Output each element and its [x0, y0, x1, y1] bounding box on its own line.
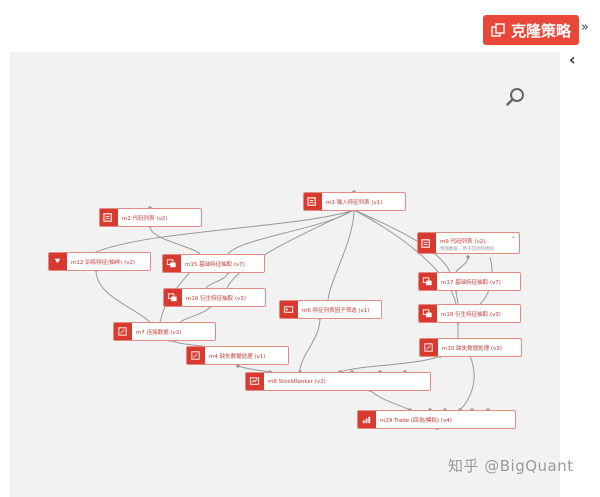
chevron-left-icon[interactable]: ‹ [569, 50, 576, 69]
node-m16-label: m16 衍生特征抽取 (v3) [186, 295, 246, 302]
node-m12-label: m12 训练特征(抽样) (v2) [71, 259, 136, 266]
port-m9-out [466, 255, 470, 259]
edge-m3-m12 [95, 209, 355, 253]
node-m10[interactable]: m10 缺失数据处理 (v3) [419, 338, 522, 357]
node-m19[interactable]: m19 Trade (回测/模拟) (v4) [357, 410, 516, 429]
node-m9-label: m9 代码列表 (v2) [440, 239, 486, 245]
data-list-icon [418, 233, 436, 253]
feature-icon [164, 289, 182, 306]
node-m10-label: m10 缺失数据处理 (v3) [442, 345, 502, 352]
node-m15-label: m15 基础特征抽取 (v7) [185, 261, 245, 268]
data-list-icon [100, 209, 118, 226]
search-icon[interactable] [506, 87, 526, 107]
node-m12[interactable]: m12 训练特征(抽样) (v2) [48, 252, 151, 271]
node-m17[interactable]: m17 基础特征抽取 (v7) [418, 272, 521, 291]
missing-data-icon [187, 347, 205, 364]
edge-m8-m19 [369, 389, 411, 411]
edge-m3-m17 [353, 209, 451, 273]
node-m6[interactable]: m6 特征列表因子筛选 (v1) [279, 300, 382, 319]
edge-m15-m16 [205, 271, 229, 289]
node-m17-label: m17 基础特征抽取 (v7) [441, 279, 501, 286]
edge-m6-m8 [299, 317, 321, 373]
node-m6-label: m6 特征列表因子筛选 (v1) [302, 307, 370, 314]
node-m7[interactable]: m7 连接数据 (v3) [113, 322, 216, 341]
node-m3[interactable]: m3 输入特征列表 (v1) [303, 192, 406, 211]
feature-icon [419, 305, 437, 322]
edge-m2-m15 [149, 225, 201, 255]
edge-m3-m18 [353, 209, 457, 305]
edge-m4-m8 [237, 365, 271, 373]
node-m9[interactable]: m9 代码列表 (v2) 预测数据，用于回测和模拟 ⌃ [417, 232, 520, 254]
node-m4-label: m4 缺失数据处理 (v1) [209, 353, 266, 360]
edge-m12-m7 [95, 269, 151, 323]
trade-chart-icon [358, 411, 376, 428]
feature-icon [419, 273, 437, 290]
node-m2[interactable]: m2 代码列表 (v2) [99, 208, 202, 227]
edge-m3-m15 [227, 209, 355, 255]
node-m4[interactable]: m4 缺失数据处理 (v1) [186, 346, 289, 365]
node-m8-label: m8 StockRanker (v2) [268, 378, 326, 385]
edge-m9-m17 [455, 256, 469, 273]
clone-strategy-button[interactable]: 克隆策略 [483, 15, 579, 45]
node-m8[interactable]: m8 StockRanker (v2) [245, 372, 431, 391]
node-m16[interactable]: m16 衍生特征抽取 (v3) [163, 288, 266, 307]
feature-icon [163, 255, 181, 272]
download-icon [49, 253, 67, 270]
join-icon [114, 323, 132, 340]
node-m18-label: m18 衍生特征抽取 (v3) [441, 311, 501, 318]
top-toolbar: 克隆策略 » [0, 0, 600, 52]
node-m9-text: m9 代码列表 (v2) 预测数据，用于回测和模拟 [436, 233, 494, 252]
chevron-up-icon[interactable]: ⌃ [510, 236, 516, 243]
node-m19-label: m19 Trade (回测/模拟) (v4) [380, 417, 452, 424]
model-icon [246, 373, 264, 390]
edge-m3-m16 [226, 209, 355, 289]
node-m3-label: m3 输入特征列表 (v1) [326, 199, 383, 206]
watermark: 知乎 @BigQuant [448, 457, 574, 475]
edge-m10-m8 [339, 355, 441, 373]
double-chevron-right-icon[interactable]: » [581, 20, 589, 35]
node-m9-subtitle: 预测数据，用于回测和模拟 [440, 247, 494, 252]
filter-icon [280, 301, 298, 318]
node-m7-label: m7 连接数据 (v3) [136, 329, 182, 336]
node-m15[interactable]: m15 基础特征抽取 (v7) [162, 254, 265, 273]
missing-data-icon [420, 339, 438, 356]
node-m2-label: m2 代码列表 (v2) [122, 215, 168, 222]
clone-strategy-label: 克隆策略 [510, 21, 571, 40]
edge-m10-m19 [459, 355, 475, 411]
edge-m17-m18 [455, 289, 459, 305]
data-list-icon [304, 193, 322, 210]
copy-icon [491, 23, 505, 37]
edge-m3-m6 [327, 209, 355, 301]
port-m4-out [236, 364, 240, 368]
node-m18[interactable]: m18 衍生特征抽取 (v3) [418, 304, 521, 323]
edge-m16-m7 [179, 305, 211, 323]
